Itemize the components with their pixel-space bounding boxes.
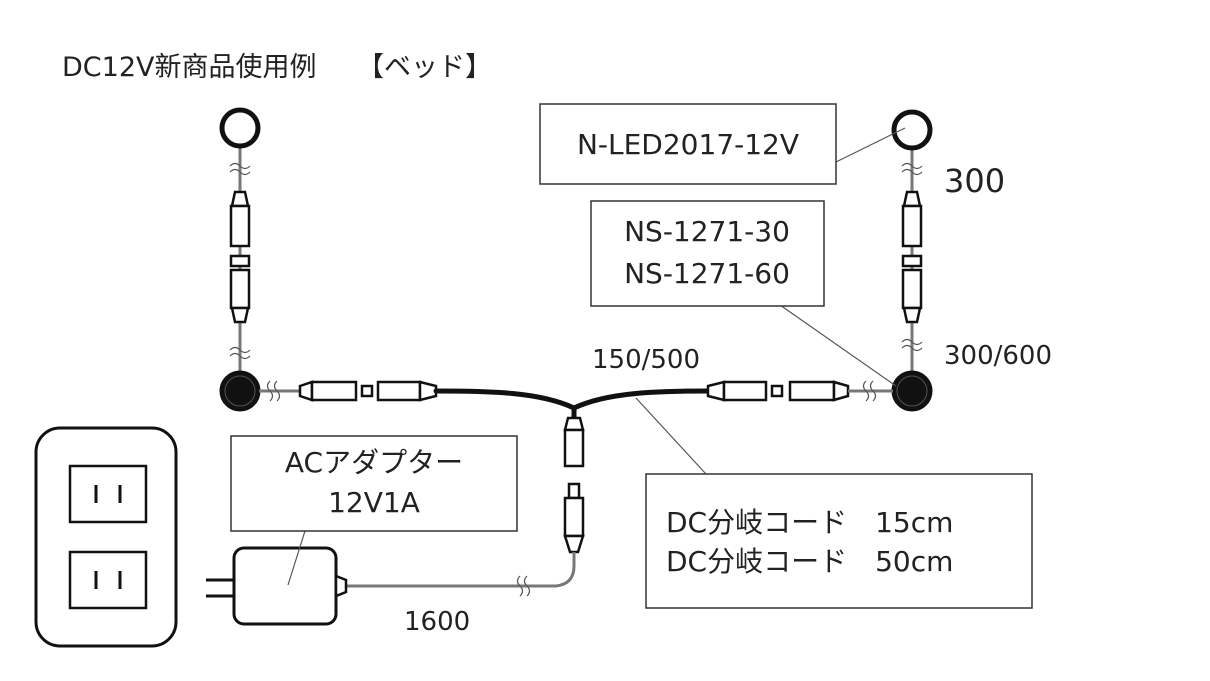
led-model-label: N-LED2017-12V	[577, 128, 799, 161]
extension-model-label-2: NS-1271-60	[624, 257, 790, 290]
right-bottom-led-rim	[896, 375, 928, 407]
leader-led-model	[835, 127, 906, 163]
right-bottom-led	[891, 370, 933, 412]
dimension-adapter-cable: 1600	[404, 607, 470, 637]
led-model-box	[539, 103, 837, 185]
diagram-title: DC12V新商品使用例 【ベッド】	[62, 52, 492, 83]
left-bottom-led	[219, 370, 261, 412]
left-vertical-chain	[229, 148, 251, 372]
left-top-led-ring	[219, 107, 261, 149]
ac-adapter	[206, 546, 348, 626]
adapter-box	[230, 435, 518, 532]
right-vertical-chain	[901, 150, 923, 372]
extension-model-label-1: NS-1271-30	[624, 215, 790, 248]
splitter-box	[645, 473, 1033, 609]
dimension-splitter: 150/500	[592, 345, 700, 375]
dimension-led-lead: 300	[944, 162, 1005, 200]
splitter-label-1: DC分岐コード 15cm	[666, 506, 953, 539]
right-top-led-ring	[891, 109, 933, 151]
adapter-label-1: ACアダプター	[285, 446, 463, 479]
dimension-extension: 300/600	[944, 341, 1052, 371]
leader-splitter	[635, 397, 707, 475]
leader-adapter	[287, 530, 306, 586]
drop-chain	[345, 405, 585, 597]
extension-model-box	[590, 200, 825, 307]
adapter-label-2: 12V1A	[328, 486, 420, 519]
leader-extension	[779, 304, 897, 387]
splitter-label-2: DC分岐コード 50cm	[666, 545, 953, 578]
wall-outlet	[34, 426, 178, 648]
horizontal-chain	[259, 380, 893, 411]
left-bottom-led-rim	[224, 375, 256, 407]
